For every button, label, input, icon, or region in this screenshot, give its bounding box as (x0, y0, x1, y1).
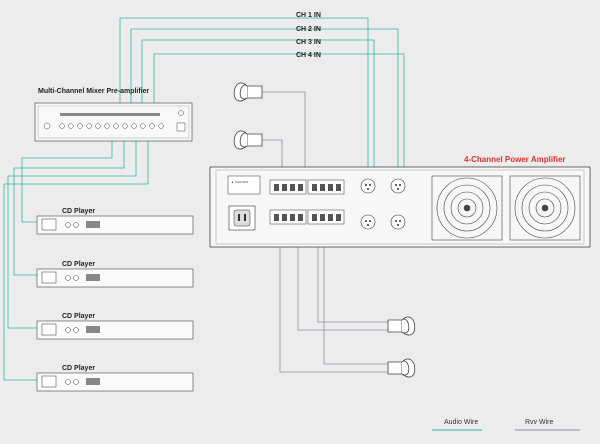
ch1-label: CH 1 IN (296, 12, 321, 19)
ch3-label: CH 3 IN (296, 39, 321, 46)
speaker-icon (387, 358, 416, 378)
legend: Audio Wire Rvv Wire (432, 419, 580, 431)
speaker-icon (233, 82, 263, 102)
fan-grille-icon (509, 175, 581, 241)
legend-audio-label: Audio Wire (444, 419, 478, 426)
audio-wires (3, 17, 405, 381)
mixer-unit (34, 102, 193, 142)
legend-rvv-label: Rvv Wire (525, 419, 553, 426)
cd-player-2: CD Player (36, 261, 194, 288)
mixer-title: Multi-Channel Mixer Pre-amplifier (38, 88, 150, 95)
cd-player-label: CD Player (62, 313, 95, 320)
cd-player-3: CD Player (36, 313, 194, 340)
cd-player-label: CD Player (62, 365, 95, 372)
cd-player-label: CD Player (62, 261, 95, 268)
cd-player-label: CD Player (62, 208, 95, 215)
xlr-connector-icon (360, 178, 406, 230)
fan-grille-icon (431, 175, 503, 241)
speaker-icon (387, 316, 416, 336)
speaker-wires (247, 91, 402, 373)
speaker-icon (233, 130, 263, 150)
power-inlet-icon (228, 205, 256, 231)
cd-player-1: CD Player (36, 208, 194, 235)
channel-labels: CH 1 IN CH 2 IN CH 3 IN CH 4 IN (296, 12, 321, 59)
amplifier-title: 4-Channel Power Amplifier (464, 155, 566, 164)
svg-text:▲ CAUTION: ▲ CAUTION (231, 180, 248, 184)
ch4-label: CH 4 IN (296, 52, 321, 59)
cd-player-4: CD Player (36, 365, 194, 392)
ch2-label: CH 2 IN (296, 26, 321, 33)
amplifier-unit: ▲ CAUTION (209, 166, 591, 248)
